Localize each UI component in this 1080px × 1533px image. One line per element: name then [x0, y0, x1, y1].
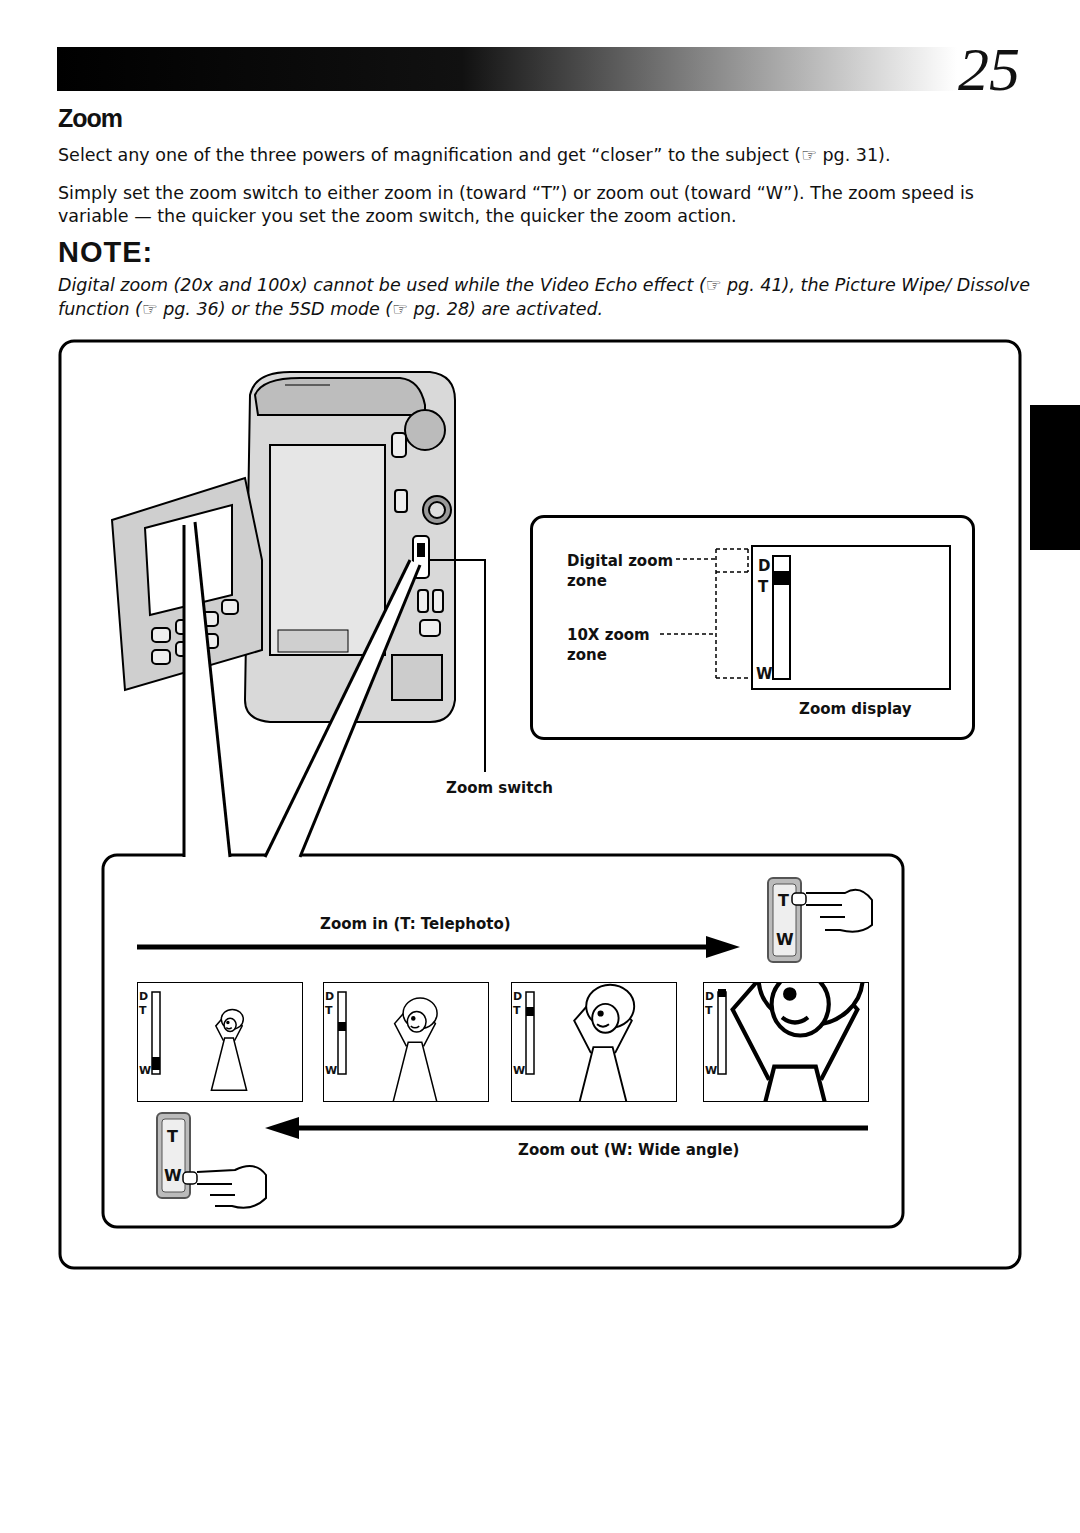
side-tab — [1030, 405, 1080, 550]
hand — [197, 890, 872, 1208]
inset-box: Digital zoom zone 10X zoom zone DT W Zoom di… — [530, 515, 975, 740]
zoom-panel — [103, 855, 903, 1227]
leader-line — [428, 560, 485, 772]
callout-wedge — [265, 560, 420, 857]
switch-mark: W — [164, 1166, 182, 1185]
zoom-mark: W — [325, 1065, 337, 1076]
camcorder — [112, 372, 455, 722]
zoom-mark: W — [756, 665, 773, 683]
zoom-switch: TW — [157, 1113, 190, 1198]
zoom-mark: T — [513, 1005, 521, 1016]
outer-frame — [60, 341, 1020, 1268]
zone-label: Digital zoom zone — [567, 551, 682, 591]
body-text: Simply set the zoom switch to either zoo… — [58, 182, 1048, 228]
zoom-bar — [152, 992, 160, 1074]
callout-wedge — [265, 560, 410, 857]
zoom-switch — [157, 1113, 190, 1198]
zoom-in-arrow — [137, 945, 712, 950]
zoom-bar — [773, 556, 790, 679]
arrowhead — [706, 936, 740, 958]
zoom-indicator — [338, 1022, 346, 1031]
zoom-out-arrow — [295, 1126, 868, 1131]
zoom-mark: D — [139, 991, 148, 1002]
zoom-mark: T — [758, 578, 768, 596]
display-caption: Zoom display — [799, 700, 911, 718]
zoom-mark: W — [705, 1065, 717, 1076]
zoom-mark: D — [705, 991, 714, 1002]
arrow-label: Zoom in (T: Telephoto) — [320, 915, 511, 933]
zoom-mark: D — [513, 991, 522, 1002]
part-label: Zoom switch — [446, 779, 553, 797]
zoom-mark: D — [325, 991, 334, 1002]
zoom-bar — [526, 992, 534, 1074]
zoom-mark: T — [139, 1005, 147, 1016]
note-text: Digital zoom (20x and 100x) cannot be us… — [58, 273, 1048, 321]
zoom-indicator — [718, 989, 726, 997]
woman-figure — [388, 998, 442, 1101]
switch-mark: W — [776, 930, 794, 949]
callout-wedge — [184, 522, 230, 857]
page-number: 25 — [958, 38, 1020, 100]
arrow-label: Zoom out (W: Wide angle) — [518, 1141, 739, 1159]
zoom-mark: T — [705, 1005, 713, 1016]
zoom-switch: TW — [768, 878, 801, 962]
switch-mark: T — [167, 1127, 178, 1146]
zoom-indicator — [526, 1007, 534, 1016]
section-title: Zoom — [58, 104, 122, 133]
zoom-mark: W — [513, 1065, 525, 1076]
callout-wedge — [300, 565, 420, 857]
zoom-indicator — [773, 571, 790, 585]
zoom-mark: W — [139, 1065, 151, 1076]
zoom-frame: DT W — [703, 982, 869, 1102]
zoom-frame: DT W — [323, 982, 489, 1102]
zone-label: 10X zoom zone — [567, 625, 677, 665]
zoom-mark: D — [758, 557, 770, 575]
callout-wedge — [183, 525, 186, 857]
switch-mark: T — [778, 891, 789, 910]
arrowhead — [265, 1117, 299, 1139]
zoom-frame: DT W — [511, 982, 677, 1102]
zoom-display: DTWZoom display — [751, 545, 951, 690]
zoom-mark: T — [325, 1005, 333, 1016]
note-heading: NOTE: — [58, 236, 153, 269]
zoom-bar — [338, 992, 346, 1074]
woman-figure — [712, 983, 867, 1101]
header-bar — [57, 47, 957, 91]
zoom-frame: DT W — [137, 982, 303, 1102]
zoom-switch — [768, 878, 801, 962]
woman-figure — [565, 985, 642, 1101]
zoom-bar — [718, 992, 726, 1074]
woman-figure — [211, 1009, 246, 1090]
callout-wedge — [195, 522, 230, 857]
zoom-indicator — [152, 1057, 160, 1070]
body-text: Select any one of the three powers of ma… — [58, 144, 1048, 167]
zone-bracket — [660, 549, 748, 678]
